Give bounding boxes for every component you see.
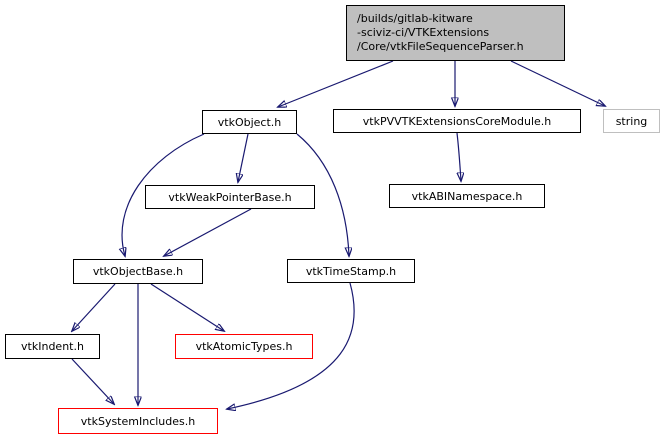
node-vtkabinamespace[interactable]: vtkABINamespace.h	[389, 184, 545, 208]
edge-vtkobject-timestamp	[296, 133, 349, 256]
edge-main-vtkobject	[278, 60, 394, 107]
node-vtkindent[interactable]: vtkIndent.h	[5, 334, 100, 359]
edge-objectbase-indent	[72, 283, 116, 331]
edge-pvmodule-abinamespace	[457, 132, 461, 181]
node-vtkfilesequenceparser-line1: /builds/gitlab-kitware	[357, 12, 473, 25]
edge-objectbase-atomictypes	[150, 283, 224, 331]
edge-vtkobject-objectbase	[122, 133, 205, 256]
node-vtkfilesequenceparser-line3: /Core/vtkFileSequenceParser.h	[357, 40, 524, 53]
edge-indent-systemincludes	[71, 358, 114, 404]
node-vtkatomictypes[interactable]: vtkAtomicTypes.h	[175, 334, 313, 359]
node-vtksystemincludes[interactable]: vtkSystemIncludes.h	[58, 408, 218, 434]
node-vtkfilesequenceparser-line2: -sciviz-ci/VTKExtensions	[357, 26, 490, 39]
node-vtkfilesequenceparser: /builds/gitlab-kitware -sciviz-ci/VTKExt…	[346, 5, 565, 61]
edge-main-string	[510, 60, 605, 106]
edge-weakpointer-objectbase	[164, 208, 252, 256]
edge-vtkobject-weakpointer	[238, 133, 249, 182]
node-string: string	[603, 109, 660, 133]
node-vtktimestamp[interactable]: vtkTimeStamp.h	[287, 259, 415, 283]
node-vtkobject[interactable]: vtkObject.h	[202, 110, 297, 134]
node-vtkweakpointerbase[interactable]: vtkWeakPointerBase.h	[145, 185, 315, 209]
edge-timestamp-systemincludes	[227, 282, 355, 409]
node-vtkpvvtkextensionscoremodule[interactable]: vtkPVVTKExtensionsCoreModule.h	[333, 109, 581, 133]
node-vtkobjectbase[interactable]: vtkObjectBase.h	[73, 259, 203, 284]
